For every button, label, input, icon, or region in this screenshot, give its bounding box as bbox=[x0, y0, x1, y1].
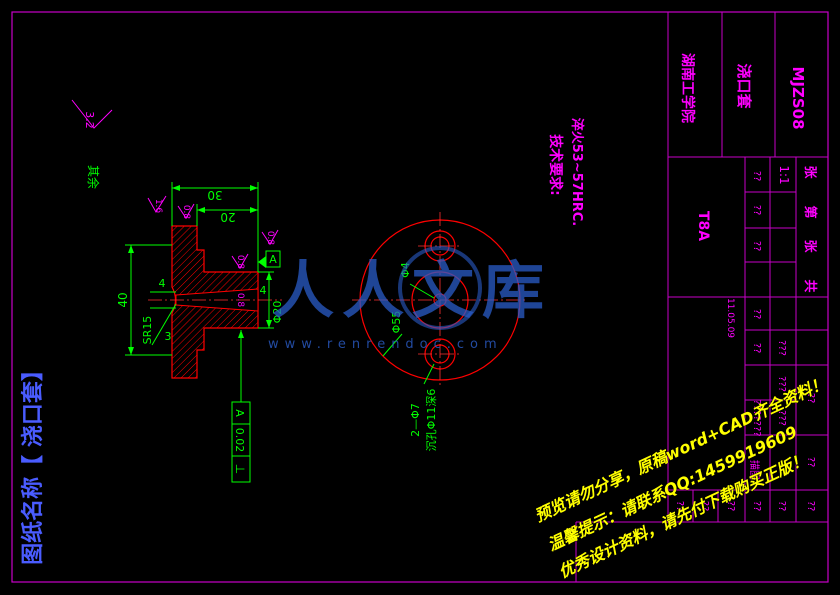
sheet-total-suffix: 张 bbox=[802, 239, 817, 253]
datum-triangle bbox=[258, 256, 266, 268]
title-cell: ?? bbox=[751, 171, 762, 182]
dimension-30: 30 bbox=[207, 188, 222, 202]
school-name: 湖南工学院 bbox=[679, 53, 696, 123]
leader-line bbox=[423, 363, 435, 385]
title-cell: ?? bbox=[725, 501, 736, 512]
section-view: 1.6 0.8 0.8 0.8 0.8 30 20 40 SR15 4 3 4 bbox=[116, 182, 284, 483]
datum-label: A bbox=[269, 253, 277, 266]
title-cell: ??? bbox=[776, 410, 787, 426]
title-cell: ?? bbox=[805, 501, 816, 512]
dimension-20: 20 bbox=[220, 210, 235, 224]
dimension-screw-holes: 2—Φ7 bbox=[409, 403, 422, 437]
title-cell: ?? bbox=[805, 393, 816, 404]
watermark-url: www.renrendoc.com bbox=[268, 337, 503, 352]
roughness-label: 其余 bbox=[86, 165, 101, 189]
datum-box bbox=[265, 250, 281, 268]
roughness-symbol bbox=[71, 99, 113, 129]
tech-req-heading: 技术要求: bbox=[547, 134, 564, 196]
watermark-brand: 人人文库 bbox=[272, 254, 552, 327]
watermark-logo-ring bbox=[398, 246, 482, 330]
roughness-symbol bbox=[231, 253, 249, 269]
title-cell: ??? bbox=[776, 340, 787, 356]
title-cell: ??? bbox=[776, 376, 787, 392]
title-cell: ?? bbox=[751, 343, 762, 354]
material: T8A bbox=[695, 211, 711, 241]
dimension-counterbore: 沉孔Φ11深6 bbox=[425, 389, 438, 452]
roughness-value: 3.2 bbox=[83, 111, 96, 129]
part-name: 浇口套 bbox=[735, 63, 753, 109]
title-cell: ?? bbox=[776, 501, 787, 512]
dimension-phi55: Φ55 bbox=[390, 311, 403, 334]
title-cell: ?? bbox=[751, 241, 762, 252]
roughness-mark: 0.8 bbox=[265, 231, 275, 246]
leader-line bbox=[151, 303, 177, 346]
tolerance-frame bbox=[231, 401, 251, 483]
dimension-sr15: SR15 bbox=[141, 316, 154, 345]
drawing-number: MJZS08 bbox=[789, 66, 807, 129]
title-cell: ??????? bbox=[751, 399, 762, 436]
tracer-label: 描图 bbox=[748, 460, 761, 480]
side-title: 图纸名称【 浇口套】 bbox=[20, 359, 46, 565]
sheet-index-prefix: 第 bbox=[802, 205, 818, 218]
title-block-grid bbox=[575, 12, 828, 582]
watermark: 人人文库 www.renrendoc.com bbox=[268, 246, 552, 352]
dimension-phi20: Φ20 bbox=[271, 301, 284, 324]
title-cell: ?? bbox=[751, 309, 762, 320]
leader-line bbox=[382, 333, 403, 357]
roughness-mark: 0.8 bbox=[181, 205, 191, 220]
tolerance-symbol: ⊥ bbox=[233, 464, 247, 474]
leader-line bbox=[409, 283, 435, 299]
sheet-total-prefix: 共 bbox=[802, 279, 818, 292]
tech-req-item: 淬火53~57HRC. bbox=[569, 118, 585, 226]
title-cell: ?? bbox=[674, 501, 685, 512]
dimension-hole-4: 4 bbox=[260, 284, 267, 297]
title-block: 湖南工学院 浇口套 MJZS08 T8A 1:1 张 第 张 共 11.05.0… bbox=[674, 53, 818, 511]
date: 11.05.09 bbox=[725, 298, 735, 338]
title-cell: ?? bbox=[751, 501, 762, 512]
tolerance-value: 0.02 bbox=[233, 428, 246, 453]
technical-requirements: 技术要求: 淬火53~57HRC. bbox=[547, 118, 585, 226]
dimension-offset-3: 3 bbox=[165, 330, 172, 343]
dimension-40: 40 bbox=[116, 292, 130, 307]
title-cell: ?? bbox=[751, 205, 762, 216]
title-cell: ?? bbox=[699, 501, 710, 512]
roughness-symbol bbox=[261, 229, 279, 245]
roughness-mark: 1.6 bbox=[153, 199, 163, 214]
roughness-symbol bbox=[147, 195, 167, 213]
roughness-symbol bbox=[177, 203, 195, 219]
dimension-recess-4: 4 bbox=[159, 277, 166, 290]
scale: 1:1 bbox=[777, 165, 791, 184]
sheet-index-suffix: 张 bbox=[802, 165, 817, 179]
tolerance-datum: A bbox=[233, 409, 246, 417]
roughness-mark: 0.8 bbox=[235, 255, 245, 270]
general-roughness: 3.2 其余 bbox=[71, 99, 113, 189]
roughness-mark: 0.8 bbox=[235, 293, 245, 308]
title-cell: ?? bbox=[805, 457, 816, 468]
top-view: Φ4 Φ55 2—Φ7 沉孔Φ11深6 bbox=[352, 212, 528, 451]
